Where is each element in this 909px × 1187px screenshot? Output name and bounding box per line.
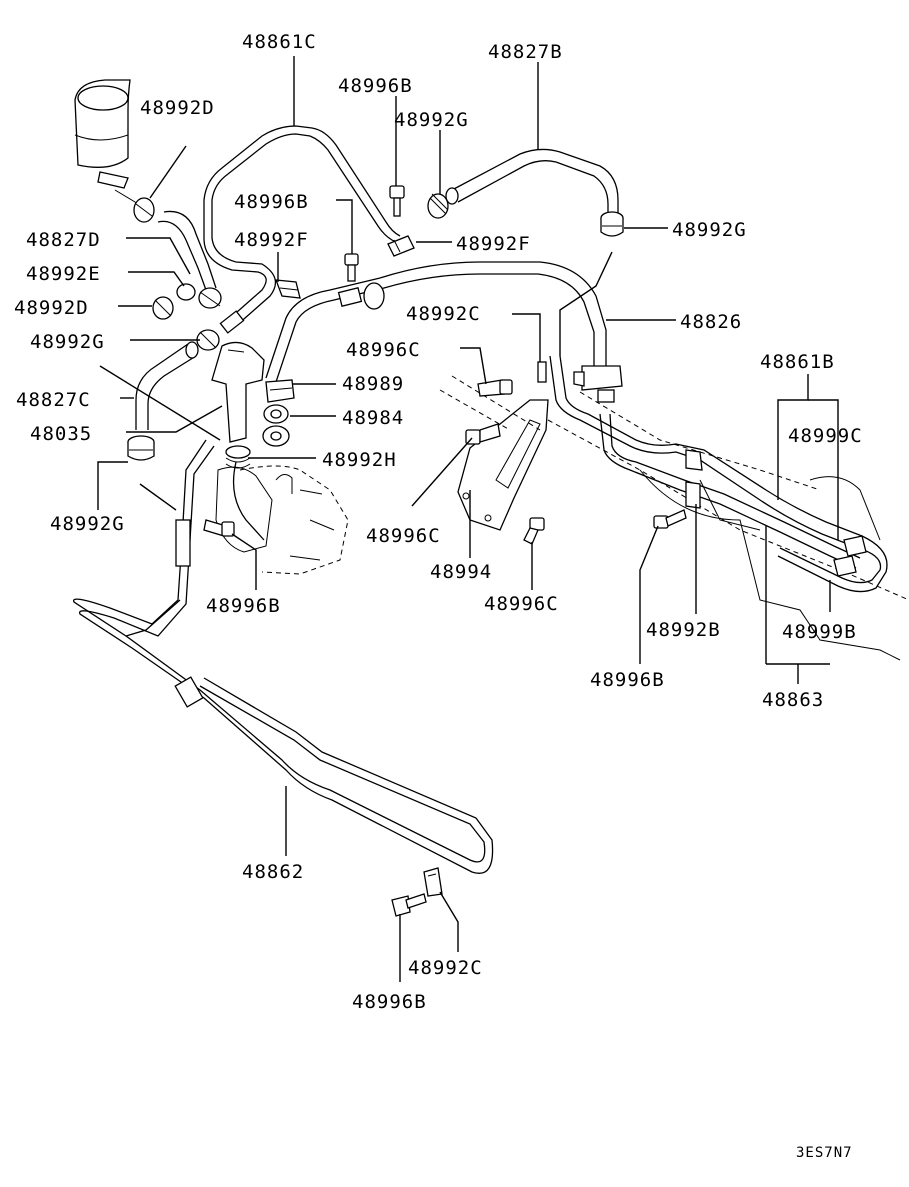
label-48996b-pump: 48996B	[206, 595, 281, 617]
hose-48827d	[157, 210, 217, 291]
label-48996c-left: 48996C	[346, 339, 421, 361]
fitting-48989	[265, 379, 295, 403]
pressure-hose-48826	[265, 261, 623, 403]
clamp-48992e	[176, 283, 222, 309]
label-48992d-left: 48992D	[14, 297, 89, 319]
bolt-48996b-bottom	[391, 893, 427, 917]
bolt-48996c-left	[465, 423, 501, 445]
washer-48984	[263, 404, 289, 424]
label-48992g-top: 48992G	[394, 109, 469, 131]
suction-hose-48827b	[445, 148, 619, 214]
label-48996b-mid: 48996B	[234, 191, 309, 213]
bracket-48994	[439, 375, 549, 531]
label-48826: 48826	[680, 311, 742, 333]
label-48996c-mid: 48996C	[366, 525, 441, 547]
label-48827c: 48827C	[16, 389, 91, 411]
label-48861b: 48861B	[760, 351, 835, 373]
clamp-48992d-left	[152, 296, 174, 320]
clamp-48992g-top	[427, 193, 449, 219]
clamp-48992g-right	[600, 211, 624, 237]
pump-inlet-48035	[211, 341, 265, 443]
steering-gearbox	[547, 391, 909, 661]
label-48989: 48989	[342, 373, 404, 395]
label-48984: 48984	[342, 407, 404, 429]
clip-48992f-right	[387, 235, 415, 257]
label-48992g-right: 48992G	[672, 219, 747, 241]
clip-48992c-bottom	[423, 867, 443, 897]
label-48992h: 48992H	[322, 449, 397, 471]
label-48996c-right: 48996C	[484, 593, 559, 615]
label-48994: 48994	[430, 561, 492, 583]
bolt-48996b-pump	[203, 519, 235, 537]
bolt-48996c-right	[523, 517, 545, 545]
label-48999c: 48999C	[788, 425, 863, 447]
label-48827b: 48827B	[488, 41, 563, 63]
bolt-48996b-rack	[653, 509, 687, 529]
label-48992g-left: 48992G	[30, 331, 105, 353]
label-48996b-rack: 48996B	[590, 669, 665, 691]
label-48992c-bottom: 48992C	[408, 957, 483, 979]
clamp-48992h	[225, 445, 251, 469]
leader-lines	[97, 56, 839, 982]
label-48992e: 48992E	[26, 263, 101, 285]
clamp-48992d-top	[133, 197, 155, 223]
label-48996b-top: 48996B	[338, 75, 413, 97]
label-48827d: 48827D	[26, 229, 101, 251]
part-labels: 48861C 48827B 48996B 48992D 48992G 48996…	[14, 31, 863, 1161]
pressure-line-48862	[73, 439, 494, 874]
label-48992g-bottom: 48992G	[50, 513, 125, 535]
label-48862: 48862	[242, 861, 304, 883]
label-48992f-left: 48992F	[234, 229, 309, 251]
clip-48992f-left	[275, 279, 301, 299]
label-48992c-top: 48992C	[406, 303, 481, 325]
rack-pipes-48863	[549, 355, 888, 593]
label-48863: 48863	[762, 689, 824, 711]
hose-48827c	[135, 341, 199, 430]
reservoir-tank	[74, 79, 141, 206]
label-48996b-bottom: 48996B	[352, 991, 427, 1013]
clip-48992c-top	[537, 361, 547, 383]
return-hose-48861c	[203, 125, 401, 334]
washer-lower	[262, 425, 290, 447]
label-48992d-top: 48992D	[140, 97, 215, 119]
bolt-48996c-upper	[477, 379, 513, 397]
label-48035: 48035	[30, 423, 92, 445]
diagram-code: 3ES7N7	[796, 1145, 853, 1161]
label-48992b: 48992B	[646, 619, 721, 641]
label-48861c: 48861C	[242, 31, 317, 53]
power-steering-pump	[215, 461, 349, 575]
label-48992f-right: 48992F	[456, 233, 531, 255]
label-48999b: 48999B	[782, 621, 857, 643]
clamp-48992g-left	[196, 329, 220, 351]
clamp-48992g-bottom	[127, 435, 155, 461]
bolt-48996b-top	[389, 185, 405, 217]
bolt-48996b-mid	[344, 253, 359, 282]
